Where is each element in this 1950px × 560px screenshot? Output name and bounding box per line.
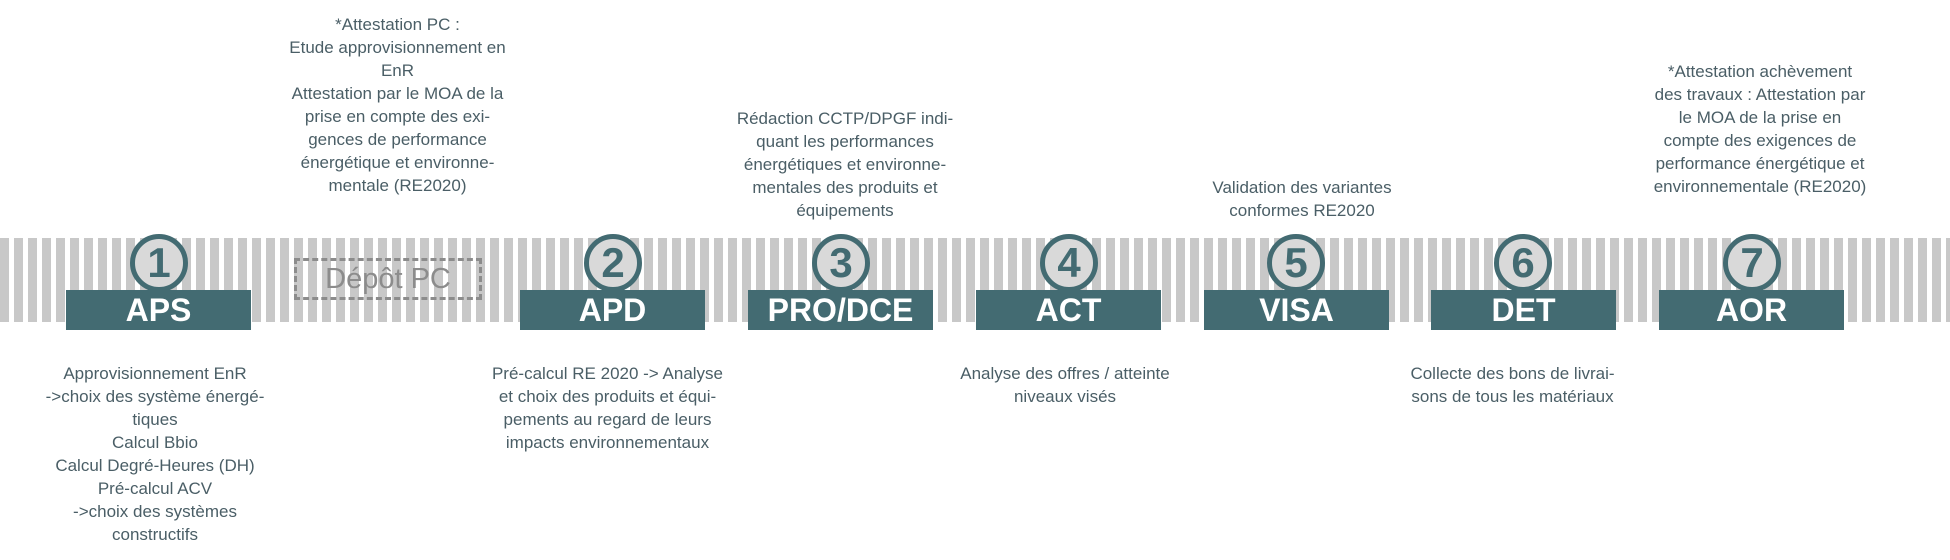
- phase-7-number-circle: 7: [1723, 234, 1781, 292]
- depot-pc-label: Dépôt PC: [325, 262, 451, 295]
- note-det-details: Collecte des bons de livrai- sons de tou…: [1410, 364, 1615, 406]
- phase-2-box: APD: [520, 290, 705, 330]
- note-apd-details: Pré-calcul RE 2020 -> Analyse et choix d…: [491, 364, 724, 452]
- phase-7-number: 7: [1740, 239, 1764, 286]
- phase-3-box: PRO/DCE: [748, 290, 933, 330]
- phase-1-number: 1: [147, 239, 171, 286]
- phase-2-number: 2: [601, 239, 625, 286]
- phase-5-number: 5: [1284, 239, 1308, 286]
- timeline-band: [0, 238, 1950, 322]
- phase-6-label: DET: [1491, 292, 1556, 328]
- note-attestation-pc: *Attestation PC : Etude approvisionnemen…: [289, 15, 506, 195]
- phase-3-number-circle: 3: [812, 234, 870, 292]
- note-validation-variantes: Validation des variantes conformes RE202…: [1212, 178, 1392, 220]
- phase-1-box: APS: [66, 290, 251, 330]
- phase-6-number: 6: [1511, 239, 1535, 286]
- note-aps-details: Approvisionnement EnR ->choix des systèm…: [45, 364, 265, 544]
- phase-5-number-circle: 5: [1267, 234, 1325, 292]
- phase-3-number: 3: [829, 239, 853, 286]
- phase-4-box: ACT: [976, 290, 1161, 330]
- phase-4-number-circle: 4: [1040, 234, 1098, 292]
- phase-5-label: VISA: [1259, 292, 1334, 328]
- phase-3-label: PRO/DCE: [767, 292, 914, 328]
- phase-7-label: AOR: [1715, 292, 1788, 328]
- note-act-details: Analyse des offres / atteinte niveaux vi…: [960, 364, 1170, 406]
- phase-4-number: 4: [1057, 239, 1081, 286]
- depot-pc-box: Dépôt PC: [294, 258, 482, 300]
- phase-5-box: VISA: [1204, 290, 1389, 330]
- phase-1-number-circle: 1: [130, 234, 188, 292]
- note-attestation-achevement: *Attestation achèvement des travaux : At…: [1653, 62, 1867, 196]
- phase-6-number-circle: 6: [1494, 234, 1552, 292]
- phase-1-label: APS: [125, 292, 192, 328]
- phase-2-label: APD: [578, 292, 647, 328]
- phase-4-label: ACT: [1035, 292, 1102, 328]
- phase-7-box: AOR: [1659, 290, 1844, 330]
- phase-6-box: DET: [1431, 290, 1616, 330]
- phase-2-number-circle: 2: [584, 234, 642, 292]
- note-redaction-cctp: Rédaction CCTP/DPGF indi- quant les perf…: [736, 109, 954, 220]
